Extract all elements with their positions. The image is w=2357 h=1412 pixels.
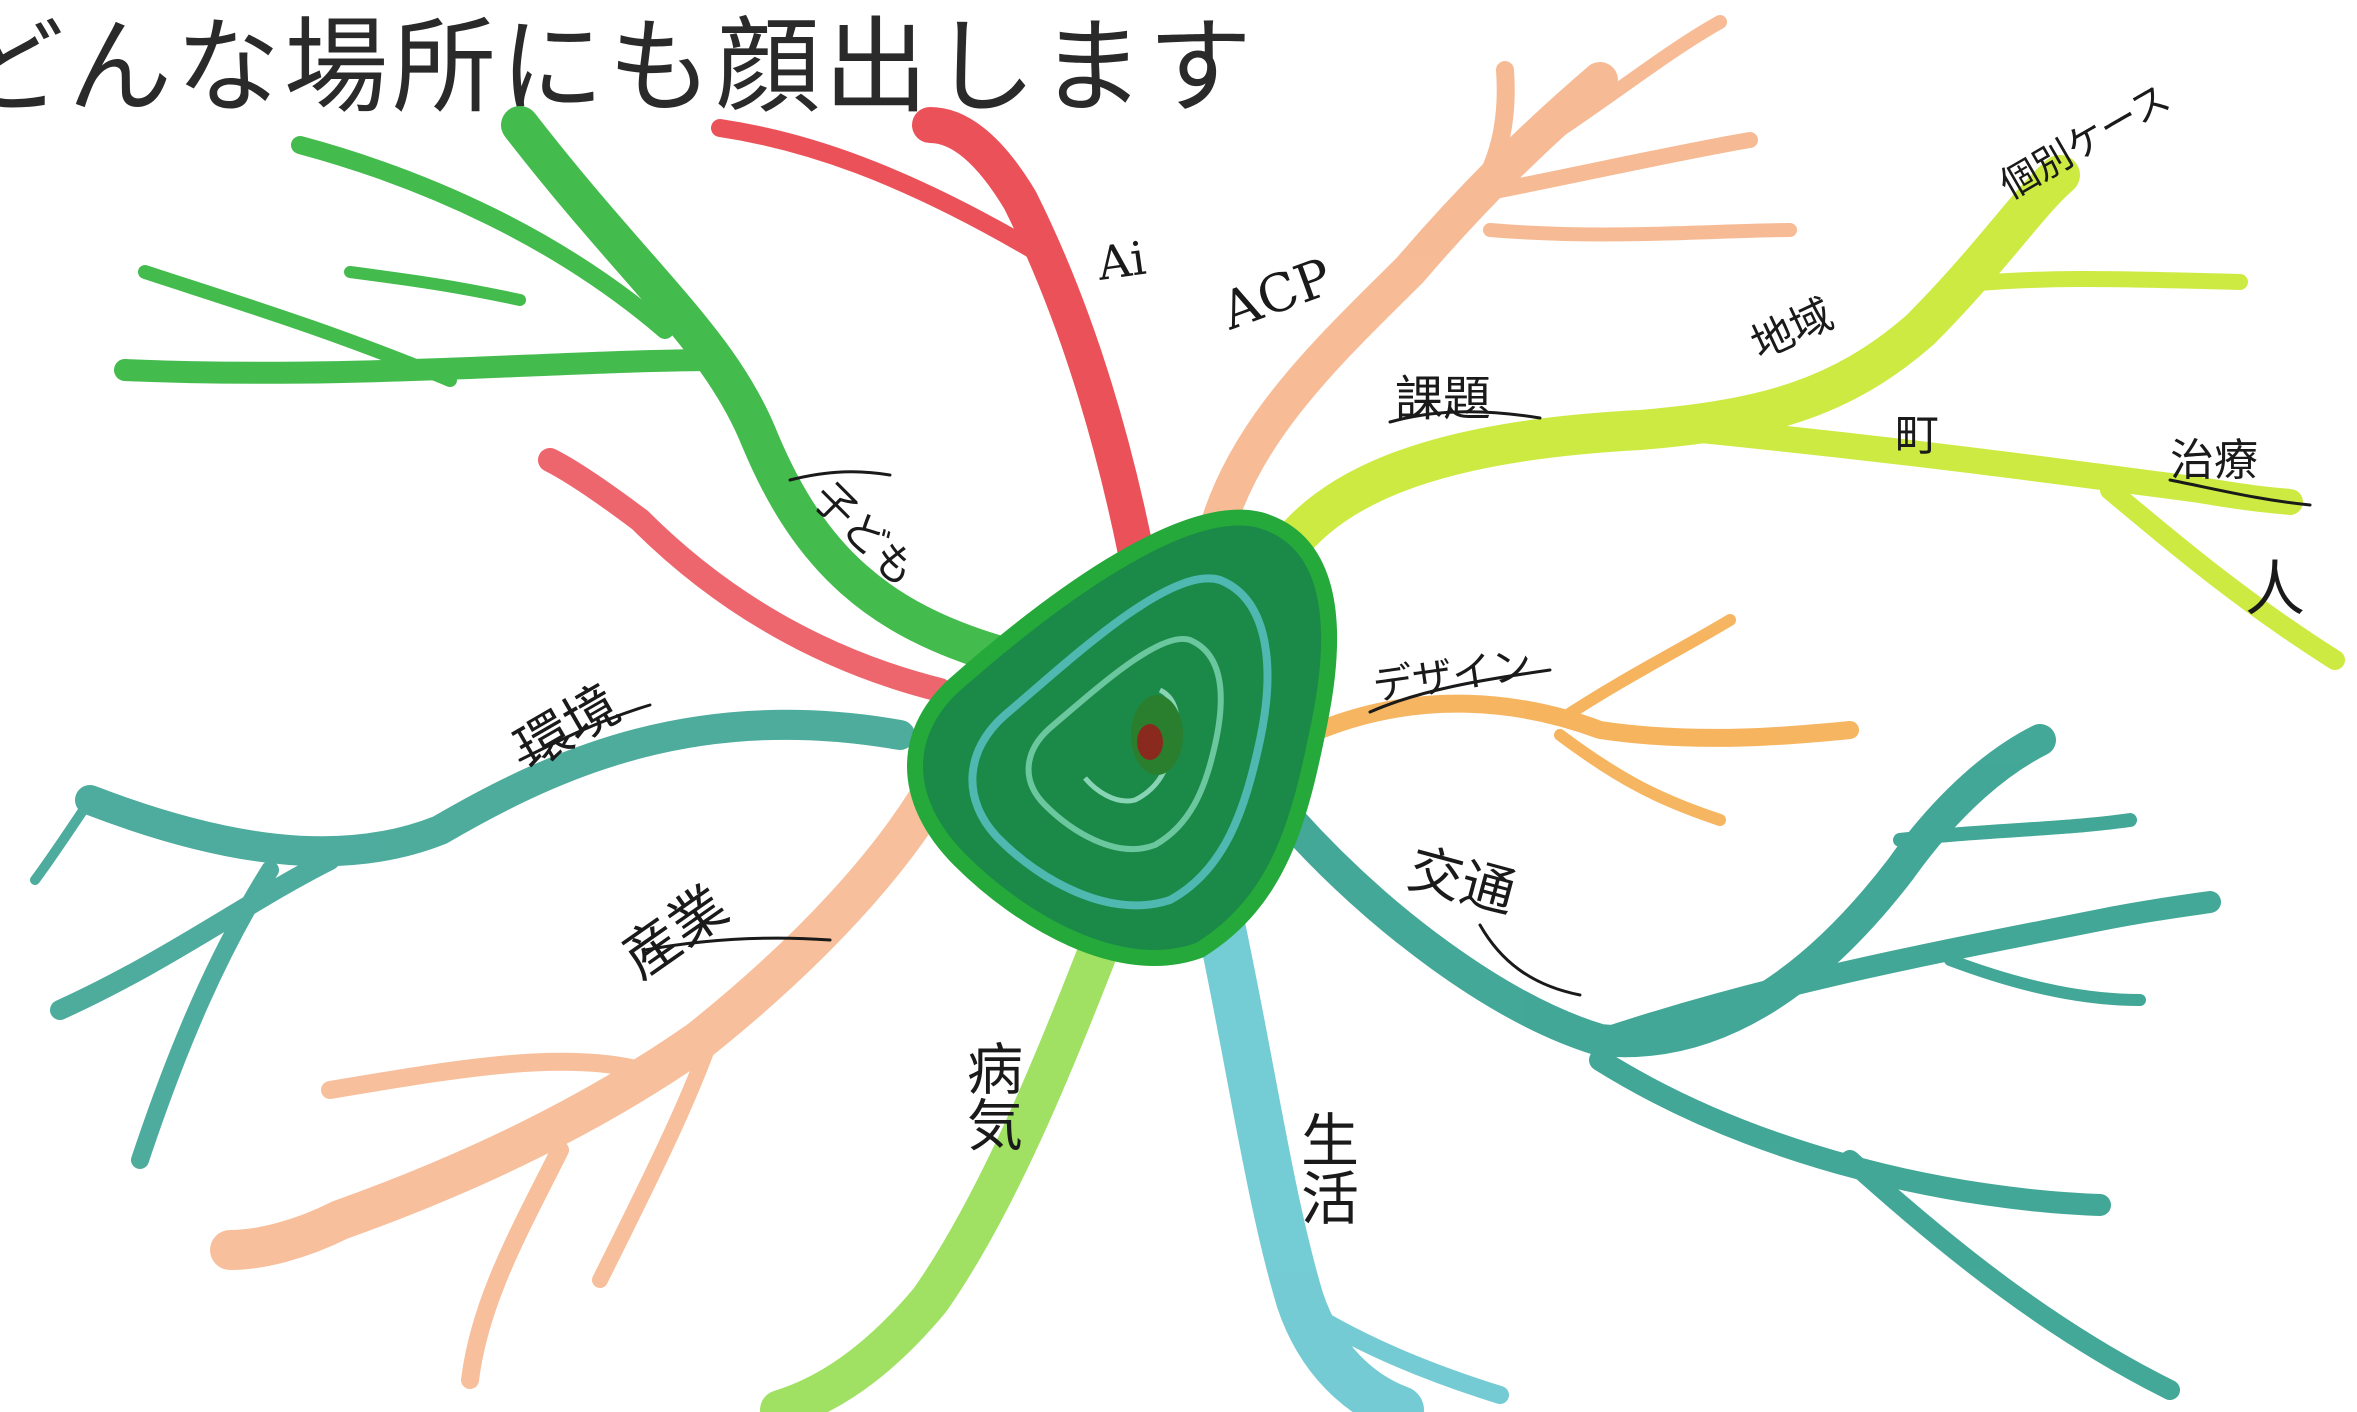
label-acp: ACP: [1213, 247, 1340, 342]
page-heading: どんな場所にも顔出します: [0, 6, 1257, 128]
branch-design: [1311, 614, 1859, 826]
branch-koutsu: [1274, 724, 2221, 1400]
branch-kodomo: [114, 106, 1019, 674]
branch-sangyo: [210, 740, 970, 1389]
label-ai: Ai: [1093, 231, 1149, 291]
label-seikatsu: 生活: [1291, 1110, 1359, 1226]
label-machi: 町: [1895, 410, 1939, 461]
label-hito: 人: [2245, 555, 2305, 625]
branch-byouki: [760, 900, 1130, 1412]
label-byouki: 病気: [958, 1040, 1023, 1152]
center-node: [907, 509, 1338, 966]
branch-ai: [711, 107, 1163, 618]
label-koutsu: 交通: [1402, 837, 1523, 926]
branch-acp: [1192, 15, 1797, 578]
label-chiryou: 治療: [2170, 435, 2258, 486]
label-sangyo: 産業: [611, 874, 740, 991]
label-underlines: [518, 410, 2312, 997]
label-kobetsu-case: 個別ケース: [1993, 76, 2178, 208]
branch-red-left: [538, 448, 952, 702]
label-chiiki: 地域: [1744, 289, 1841, 369]
branch-seikatsu: [1196, 896, 1509, 1412]
branch-kankyo: [30, 709, 915, 1169]
